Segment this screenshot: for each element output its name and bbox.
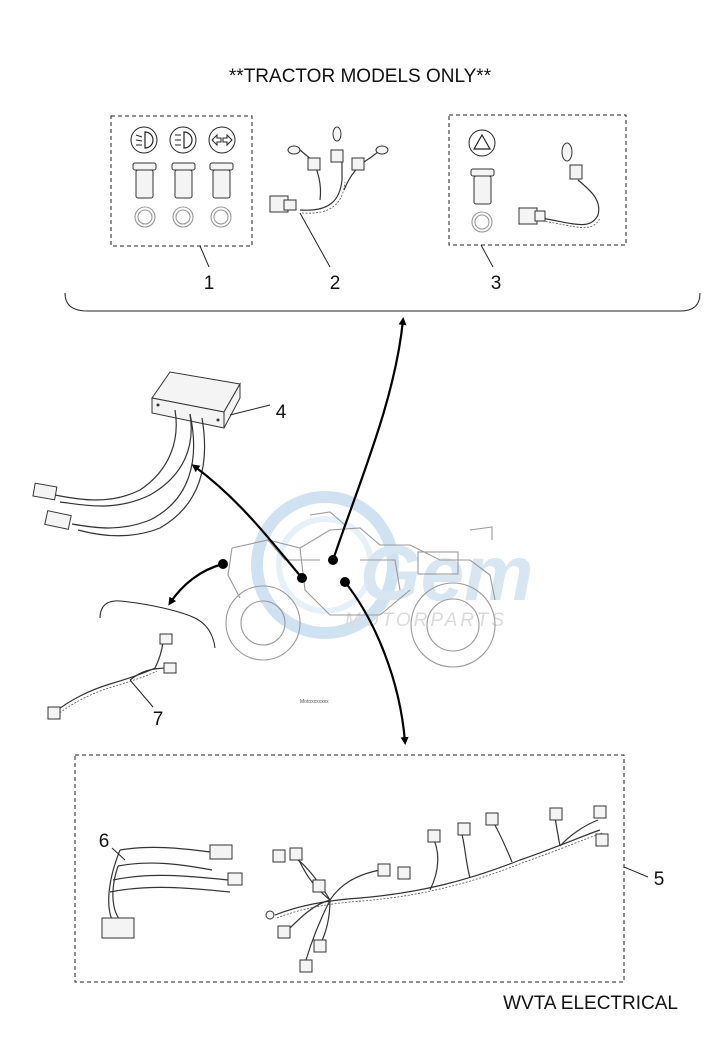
part-5-kit-box xyxy=(74,754,625,983)
switch-sleeve xyxy=(171,162,196,199)
watermark-subtitle: MOTORPARTS xyxy=(345,610,507,631)
part-5-main-harness xyxy=(265,805,609,973)
retaining-ring xyxy=(172,206,194,228)
callout-1: 1 xyxy=(204,273,215,294)
part-7-harness xyxy=(47,600,216,720)
callout-arrows xyxy=(168,317,409,745)
retaining-ring xyxy=(210,206,232,228)
decal-text: Motoxxxxxxx xyxy=(300,699,329,705)
hazard-triangle-icon xyxy=(468,129,496,157)
part-1-switch-kit xyxy=(110,115,253,268)
callout-3: 3 xyxy=(491,273,502,294)
part-2-bulb-harness xyxy=(269,126,389,268)
retaining-ring xyxy=(134,206,156,228)
callout-5-leader xyxy=(623,866,649,878)
turn-signal-icon xyxy=(208,126,236,154)
callout-4: 4 xyxy=(276,402,287,423)
footer-caption: WVTA ELECTRICAL xyxy=(503,993,678,1014)
part-4-control-module xyxy=(32,371,271,537)
part-6-harness xyxy=(101,844,243,939)
group-bracket xyxy=(64,292,701,312)
part-3-hazard-kit xyxy=(448,114,627,268)
callout-7: 7 xyxy=(153,709,164,730)
callout-5: 5 xyxy=(654,869,665,890)
watermark-brand: Gem xyxy=(360,529,533,617)
callout-2: 2 xyxy=(330,273,341,294)
switch-sleeve xyxy=(209,162,234,199)
callout-6: 6 xyxy=(99,831,110,852)
headlight-high-icon xyxy=(169,126,197,154)
page-title: **TRACTOR MODELS ONLY** xyxy=(229,66,492,87)
atv-illustration: Motoxxxxxxx xyxy=(225,511,496,705)
watermark-logo: Gem MOTORPARTS xyxy=(251,491,533,639)
headlight-low-icon xyxy=(130,126,158,154)
switch-sleeve xyxy=(132,162,157,199)
